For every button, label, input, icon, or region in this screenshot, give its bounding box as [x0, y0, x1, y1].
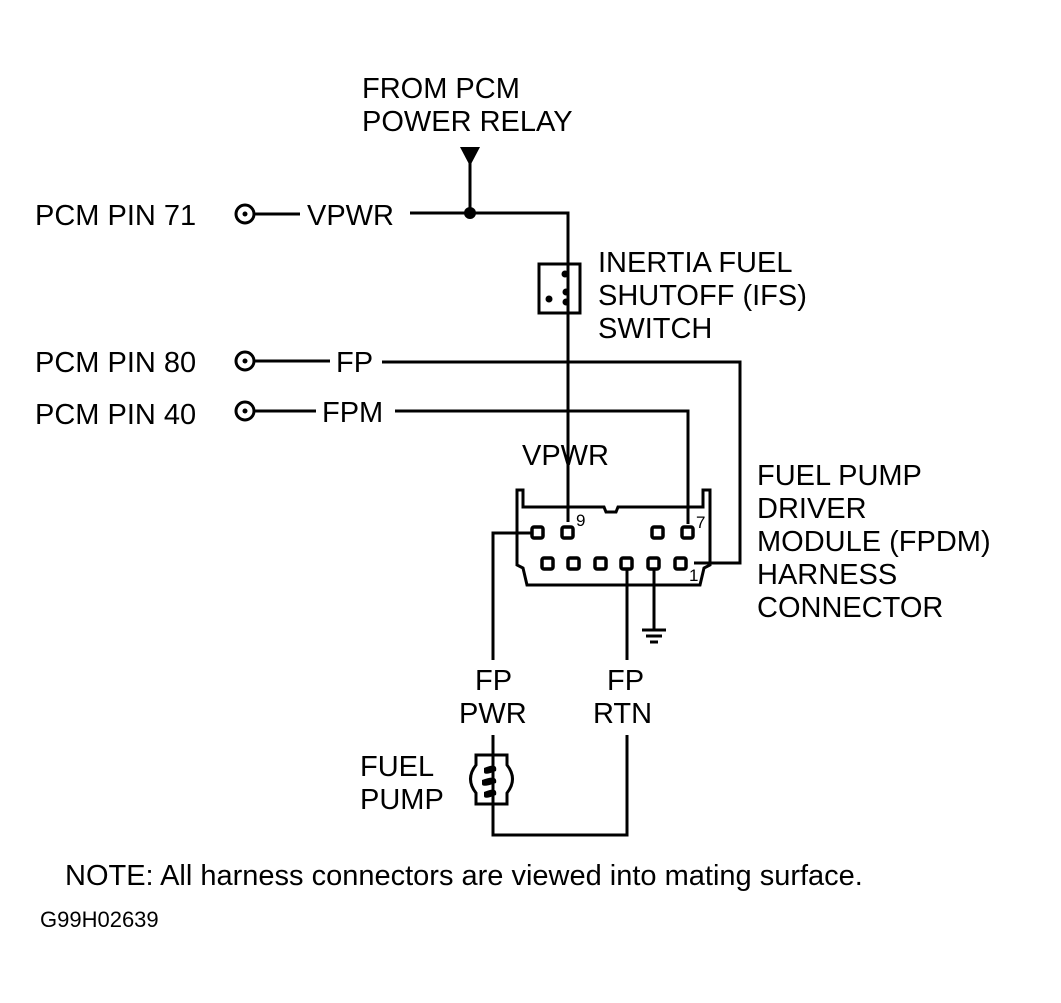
fuel-pump-label-1: FUEL [360, 751, 434, 783]
pin-1-label: 1 [689, 566, 698, 585]
pcm-pin-80-label: PCM PIN 80 [35, 347, 196, 379]
pcm-pin-80-terminal-icon [234, 350, 256, 372]
ground-icon [642, 569, 666, 644]
fpdm-label-3: MODULE (FPDM) [757, 526, 991, 558]
fp-rtn-label-2: RTN [593, 698, 652, 730]
fuel-pump-motor-icon [469, 753, 514, 806]
ifs-label-1: INERTIA FUEL [598, 247, 792, 279]
pin-9-label: 9 [576, 511, 585, 530]
pcm-pin-40-label: PCM PIN 40 [35, 399, 196, 431]
fp-pwr-label-2: PWR [459, 698, 527, 730]
ifs-switch-icon [537, 262, 582, 315]
pin-7-label: 7 [696, 513, 705, 532]
fp-rtn-label-1: FP [607, 665, 644, 697]
relay-label-2: POWER RELAY [362, 106, 573, 138]
vpwr-signal-label: VPWR [307, 200, 394, 232]
fpdm-label-1: FUEL PUMP [757, 460, 922, 492]
pcm-pin-71-terminal-icon [234, 203, 256, 225]
ifs-label-2: SHUTOFF (IFS) [598, 280, 807, 312]
fp-signal-label: FP [336, 347, 373, 379]
fp-pwr-wire-upper [491, 531, 532, 660]
pcm-pin-71-label: PCM PIN 71 [35, 200, 196, 232]
fpm-wire [395, 409, 690, 524]
fpdm-label-4: HARNESS [757, 559, 897, 591]
fuel-pump-label-2: PUMP [360, 784, 444, 816]
pcm-pin-40-terminal-icon [234, 400, 256, 422]
vpwr-connector-label: VPWR [522, 440, 609, 472]
fuel-pump-circuit-wire [491, 735, 629, 837]
relay-label-1: FROM PCM [362, 73, 520, 105]
fpm-signal-label: FPM [322, 397, 383, 429]
fp-pwr-label-1: FP [475, 665, 512, 697]
vpwr-wire [410, 211, 570, 522]
ifs-label-3: SWITCH [598, 313, 712, 345]
fp-wire [382, 360, 742, 565]
fpdm-label-5: CONNECTOR [757, 592, 943, 624]
note-text: NOTE: All harness connectors are viewed … [65, 860, 863, 892]
figure-code: G99H02639 [40, 907, 159, 932]
fpdm-label-2: DRIVER [757, 493, 867, 525]
fpdm-connector-icon [515, 488, 712, 587]
